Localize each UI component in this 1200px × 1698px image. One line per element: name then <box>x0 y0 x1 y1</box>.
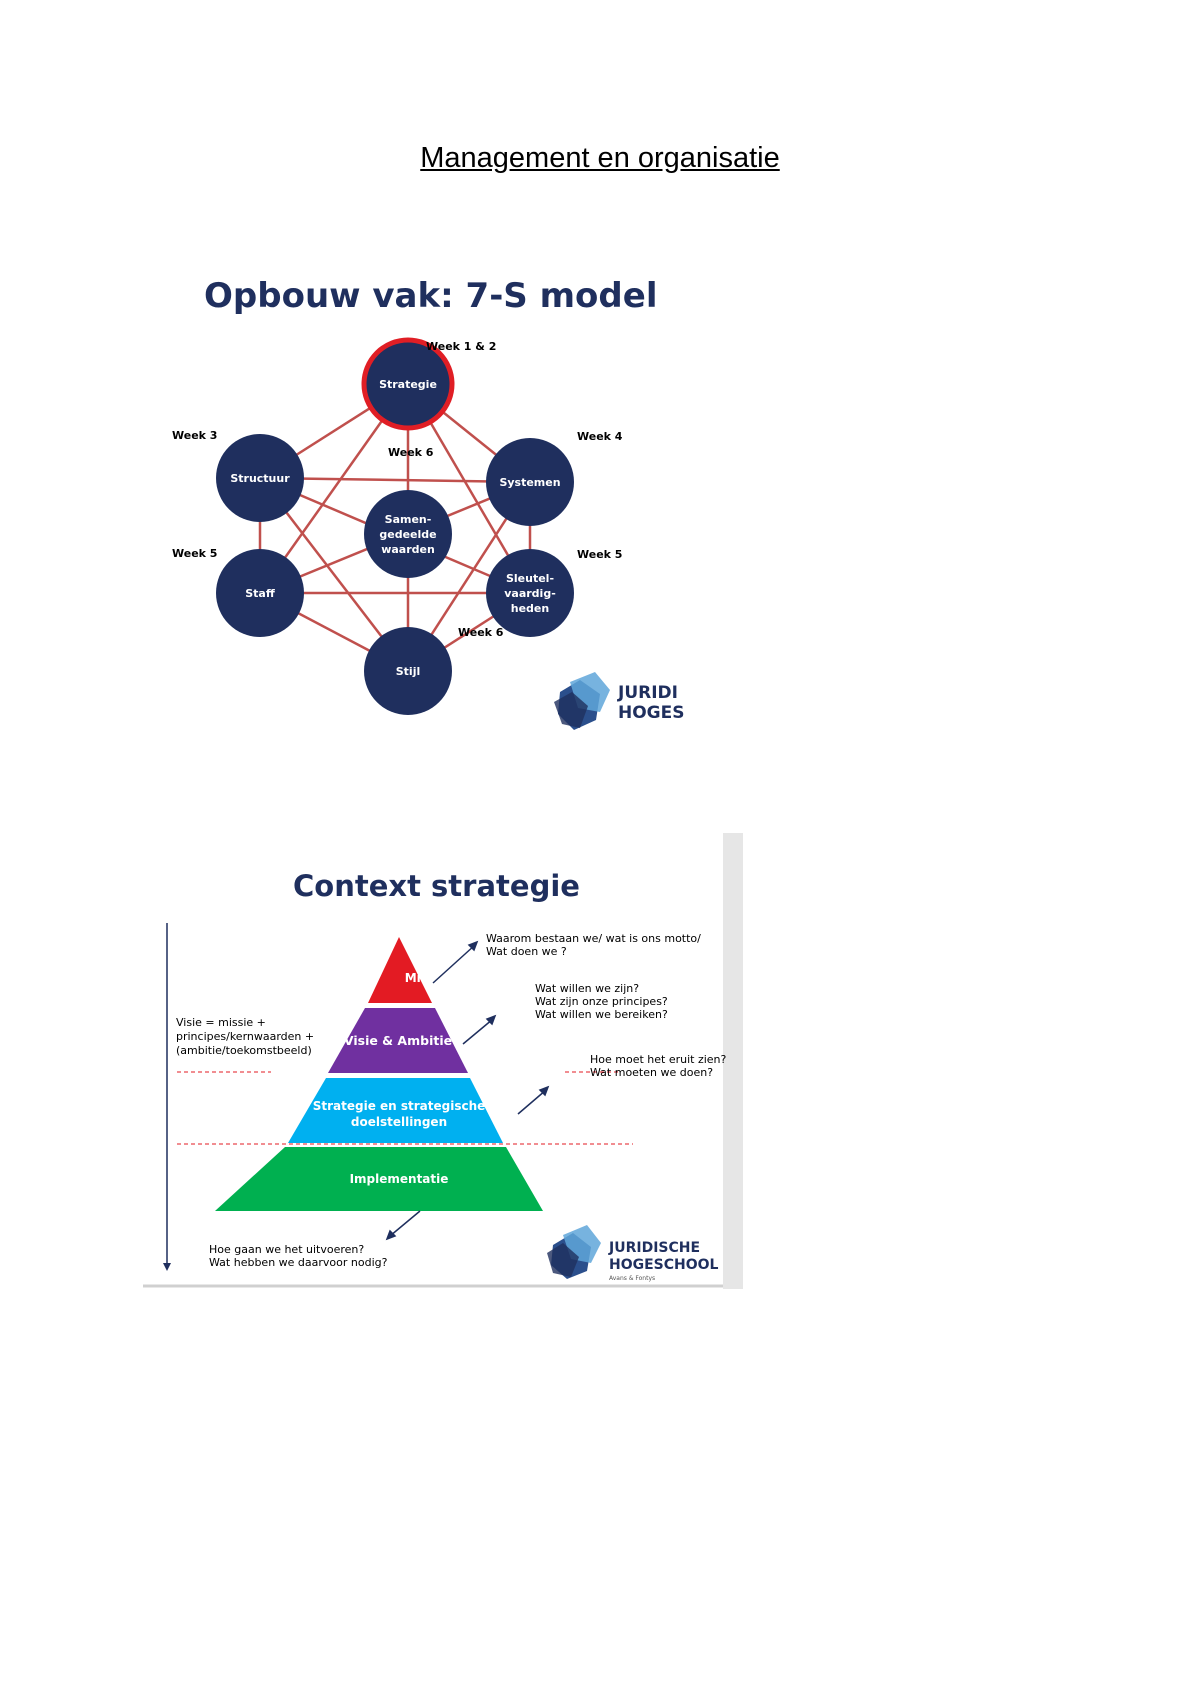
week-label-samen: Week 6 <box>388 446 434 459</box>
annotation-visie-1: Wat willen we zijn? <box>535 982 639 995</box>
document-title: Management en organisatie <box>420 142 780 174</box>
node-label-samen: waarden <box>381 543 435 556</box>
logo-text-line1: JURIDI <box>617 683 678 703</box>
week-label-structuur: Week 3 <box>172 429 217 442</box>
node-strategie: Strategie Week 1 & 2 <box>361 337 496 431</box>
node-circle-systemen <box>486 438 574 526</box>
node-sleutel: Sleutel-vaardig-heden Week 5 <box>486 548 622 637</box>
node-samen: Samen-gedeelde waarden Week 6 <box>364 446 452 578</box>
node-label-sleutel: Sleutel- <box>506 572 554 585</box>
pyramid-label-strategie-1: Strategie en strategische <box>313 1099 486 1113</box>
week-label-staf: Week 5 <box>172 547 217 560</box>
node-label-samen: gedeelde <box>379 528 436 541</box>
pyramid-band-visie <box>328 1008 468 1073</box>
annotation-left-2: principes/kernwaarden + <box>176 1030 314 1043</box>
logo-text-line2: HOGES <box>618 703 685 723</box>
week-label-stijl: Week 6 <box>458 626 504 639</box>
context-pyramid-diagram: Missie Visie & Ambitie Strategie en stra… <box>143 833 743 1289</box>
seven-s-diagram: Strategie Week 1 & 2 Structuur Week 3 System… <box>172 337 685 730</box>
slide-context-strategie: Context strategie Missie Visie & Ambitie… <box>143 833 743 1289</box>
node-label-samen: Samen- <box>385 513 432 526</box>
annotation-missie-2: Wat doen we ? <box>486 945 567 958</box>
node-circle-strategie <box>361 337 455 431</box>
node-stijl: Stijl Week 6 <box>364 626 504 715</box>
week-label-strategie: Week 1 & 2 <box>426 340 496 353</box>
pyramid-label-implementatie: Implementatie <box>350 1172 449 1186</box>
annotation-implementatie-2: Wat hebben we daarvoor nodig? <box>209 1256 388 1269</box>
slide-7s-model: Opbouw vak: 7-S model Strategie Week 1 & … <box>170 262 710 762</box>
pyramid-band-strategie <box>288 1078 503 1143</box>
annotation-left-1: Visie = missie + <box>176 1016 266 1029</box>
pyramid-label-strategie-2: doelstellingen <box>351 1115 447 1129</box>
juridische-hogeschool-logo-icon: JURIDISCHE HOGESCHOOL Avans & Fontys <box>547 1225 719 1282</box>
pyramid-band-implementatie <box>215 1147 543 1211</box>
annotation-missie-1: Waarom bestaan we/ wat is ons motto/ <box>486 932 701 945</box>
annotation-strategie-2: Wat moeten we doen? <box>590 1066 713 1079</box>
node-circle-sleutel <box>486 549 574 637</box>
week-label-sleutel: Week 5 <box>577 548 622 561</box>
juridische-logo-icon: JURIDI HOGES <box>554 672 685 730</box>
annotation-implementatie-1: Hoe gaan we het uitvoeren? <box>209 1243 364 1256</box>
left-arrow-head-icon <box>163 1263 171 1271</box>
annotation-arrows <box>385 940 550 1241</box>
node-label-systemen: Systemen <box>499 476 560 489</box>
node-systemen: Systemen Week 4 <box>486 430 623 526</box>
annotation-visie-3: Wat willen we bereiken? <box>535 1008 668 1021</box>
node-structuur: Structuur Week 3 <box>172 429 304 522</box>
annotation-left-3: (ambitie/toekomstbeeld) <box>176 1044 312 1057</box>
pyramid-label-visie: Visie & Ambitie <box>344 1033 452 1048</box>
logo-text-line2: HOGESCHOOL <box>609 1257 719 1273</box>
node-label-staf: Staff <box>245 587 275 600</box>
node-circle-structuur <box>216 434 304 522</box>
node-label-stijl: Stijl <box>396 665 421 678</box>
node-label-strategie: Strategie <box>379 378 437 391</box>
logo-subtext: Avans & Fontys <box>609 1275 655 1282</box>
node-label-sleutel: heden <box>511 602 549 615</box>
node-staf: Staff Week 5 <box>172 547 304 637</box>
node-label-sleutel: vaardig- <box>504 587 556 600</box>
slide-context-title: Context strategie <box>293 869 580 903</box>
annotations: Waarom bestaan we/ wat is ons motto/ Wat… <box>176 932 727 1269</box>
slide-border <box>723 833 743 1289</box>
annotation-strategie-1: Hoe moet het eruit zien? <box>590 1053 727 1066</box>
edge-structuur-systemen <box>259 476 531 484</box>
slide-7s-title: Opbouw vak: 7-S model <box>204 276 658 316</box>
pyramid-band-missie <box>368 937 432 1003</box>
diagram-nodes: Strategie Week 1 & 2 Structuur Week 3 System… <box>172 337 623 715</box>
node-circle-staf <box>216 549 304 637</box>
pyramid-label-missie: Missie <box>405 971 448 985</box>
node-circle-stijl <box>364 627 452 715</box>
annotation-visie-2: Wat zijn onze principes? <box>535 995 668 1008</box>
node-label-structuur: Structuur <box>230 472 290 485</box>
logo-text-line1: JURIDISCHE <box>608 1240 700 1256</box>
week-label-systemen: Week 4 <box>577 430 623 443</box>
node-circle-samen <box>364 490 452 578</box>
